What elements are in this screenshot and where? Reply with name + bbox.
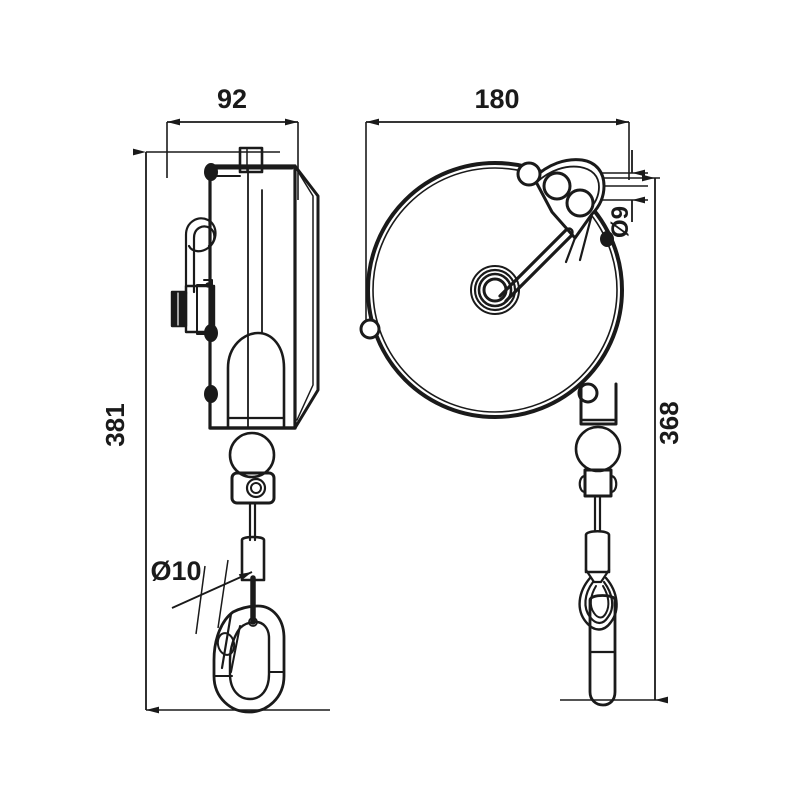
front-lever-arm-edge-2 <box>504 233 574 303</box>
front-hub-ring-inner <box>477 272 513 308</box>
front-lever-arm-tip <box>564 227 574 237</box>
dimension-label-d10: Ø10 <box>150 556 201 586</box>
side-adjust-screw-head <box>170 290 188 328</box>
side-adjust-tab-dot <box>205 282 211 288</box>
front-bracket-gusset <box>564 212 594 264</box>
front-thimble-mid <box>584 580 614 625</box>
side-swage-ferrule <box>240 535 266 582</box>
side-carabiner-gate-inner <box>230 625 241 673</box>
side-carabiner-outer <box>212 604 286 714</box>
side-rear-cover-inner <box>296 169 314 421</box>
front-cable-exit-housing <box>579 382 618 426</box>
front-swivel-nut-block <box>583 468 613 498</box>
side-nut-hex-outer <box>245 477 267 499</box>
side-ball-stop <box>228 431 276 479</box>
front-view-assembly <box>359 158 624 707</box>
side-nut-hex-inner <box>250 482 262 494</box>
side-carabiner-inner <box>228 620 271 701</box>
side-swivel-nut-block <box>230 471 276 505</box>
front-rivet-left <box>359 318 381 340</box>
side-hook-eyelet-inner <box>192 225 216 294</box>
side-carabiner-gate-sleeve <box>216 632 236 656</box>
ext-line-d10-b <box>195 565 206 635</box>
side-suspension-stud <box>238 146 264 174</box>
leader-line-d10 <box>171 571 253 609</box>
dimension-label-d9: Ø9 <box>607 206 634 238</box>
side-carabiner-gate <box>220 612 233 670</box>
dimension-label-92: 92 <box>217 84 247 114</box>
front-rivet-bottom-right <box>577 382 599 404</box>
dimension-180 <box>365 118 630 330</box>
front-drum-housing-inner <box>372 167 618 413</box>
dimension-d10 <box>171 559 253 635</box>
dimension-92 <box>166 118 299 200</box>
front-drum-housing-outer <box>366 161 624 419</box>
front-bracket-inner-edge <box>536 165 600 212</box>
side-adjust-tab <box>203 279 213 291</box>
front-suspension-pin-hole <box>516 161 542 187</box>
front-mounting-hole-2 <box>565 188 595 218</box>
front-mounting-hole-1 <box>542 171 572 201</box>
dimension-label-368: 368 <box>654 401 684 444</box>
side-view-assembly <box>170 146 320 714</box>
front-swage-ferrule <box>584 529 611 574</box>
side-rear-cover <box>293 164 320 430</box>
dimension-label-381: 381 <box>100 403 130 446</box>
side-rivet-top <box>204 163 218 181</box>
front-nut-side <box>609 474 618 494</box>
side-hook-eyelet <box>184 217 217 296</box>
side-rivet-bottom <box>204 385 218 403</box>
ext-line-d10-a <box>217 559 229 629</box>
front-nut-side-left <box>578 474 587 494</box>
side-drum-cover <box>226 331 286 430</box>
front-ferrule-taper <box>584 568 611 584</box>
front-hook-shank <box>588 594 617 707</box>
dimension-label-180: 180 <box>474 84 519 114</box>
front-lever-arm-edge-1 <box>498 228 568 298</box>
front-rivet-right-solid <box>600 231 614 247</box>
